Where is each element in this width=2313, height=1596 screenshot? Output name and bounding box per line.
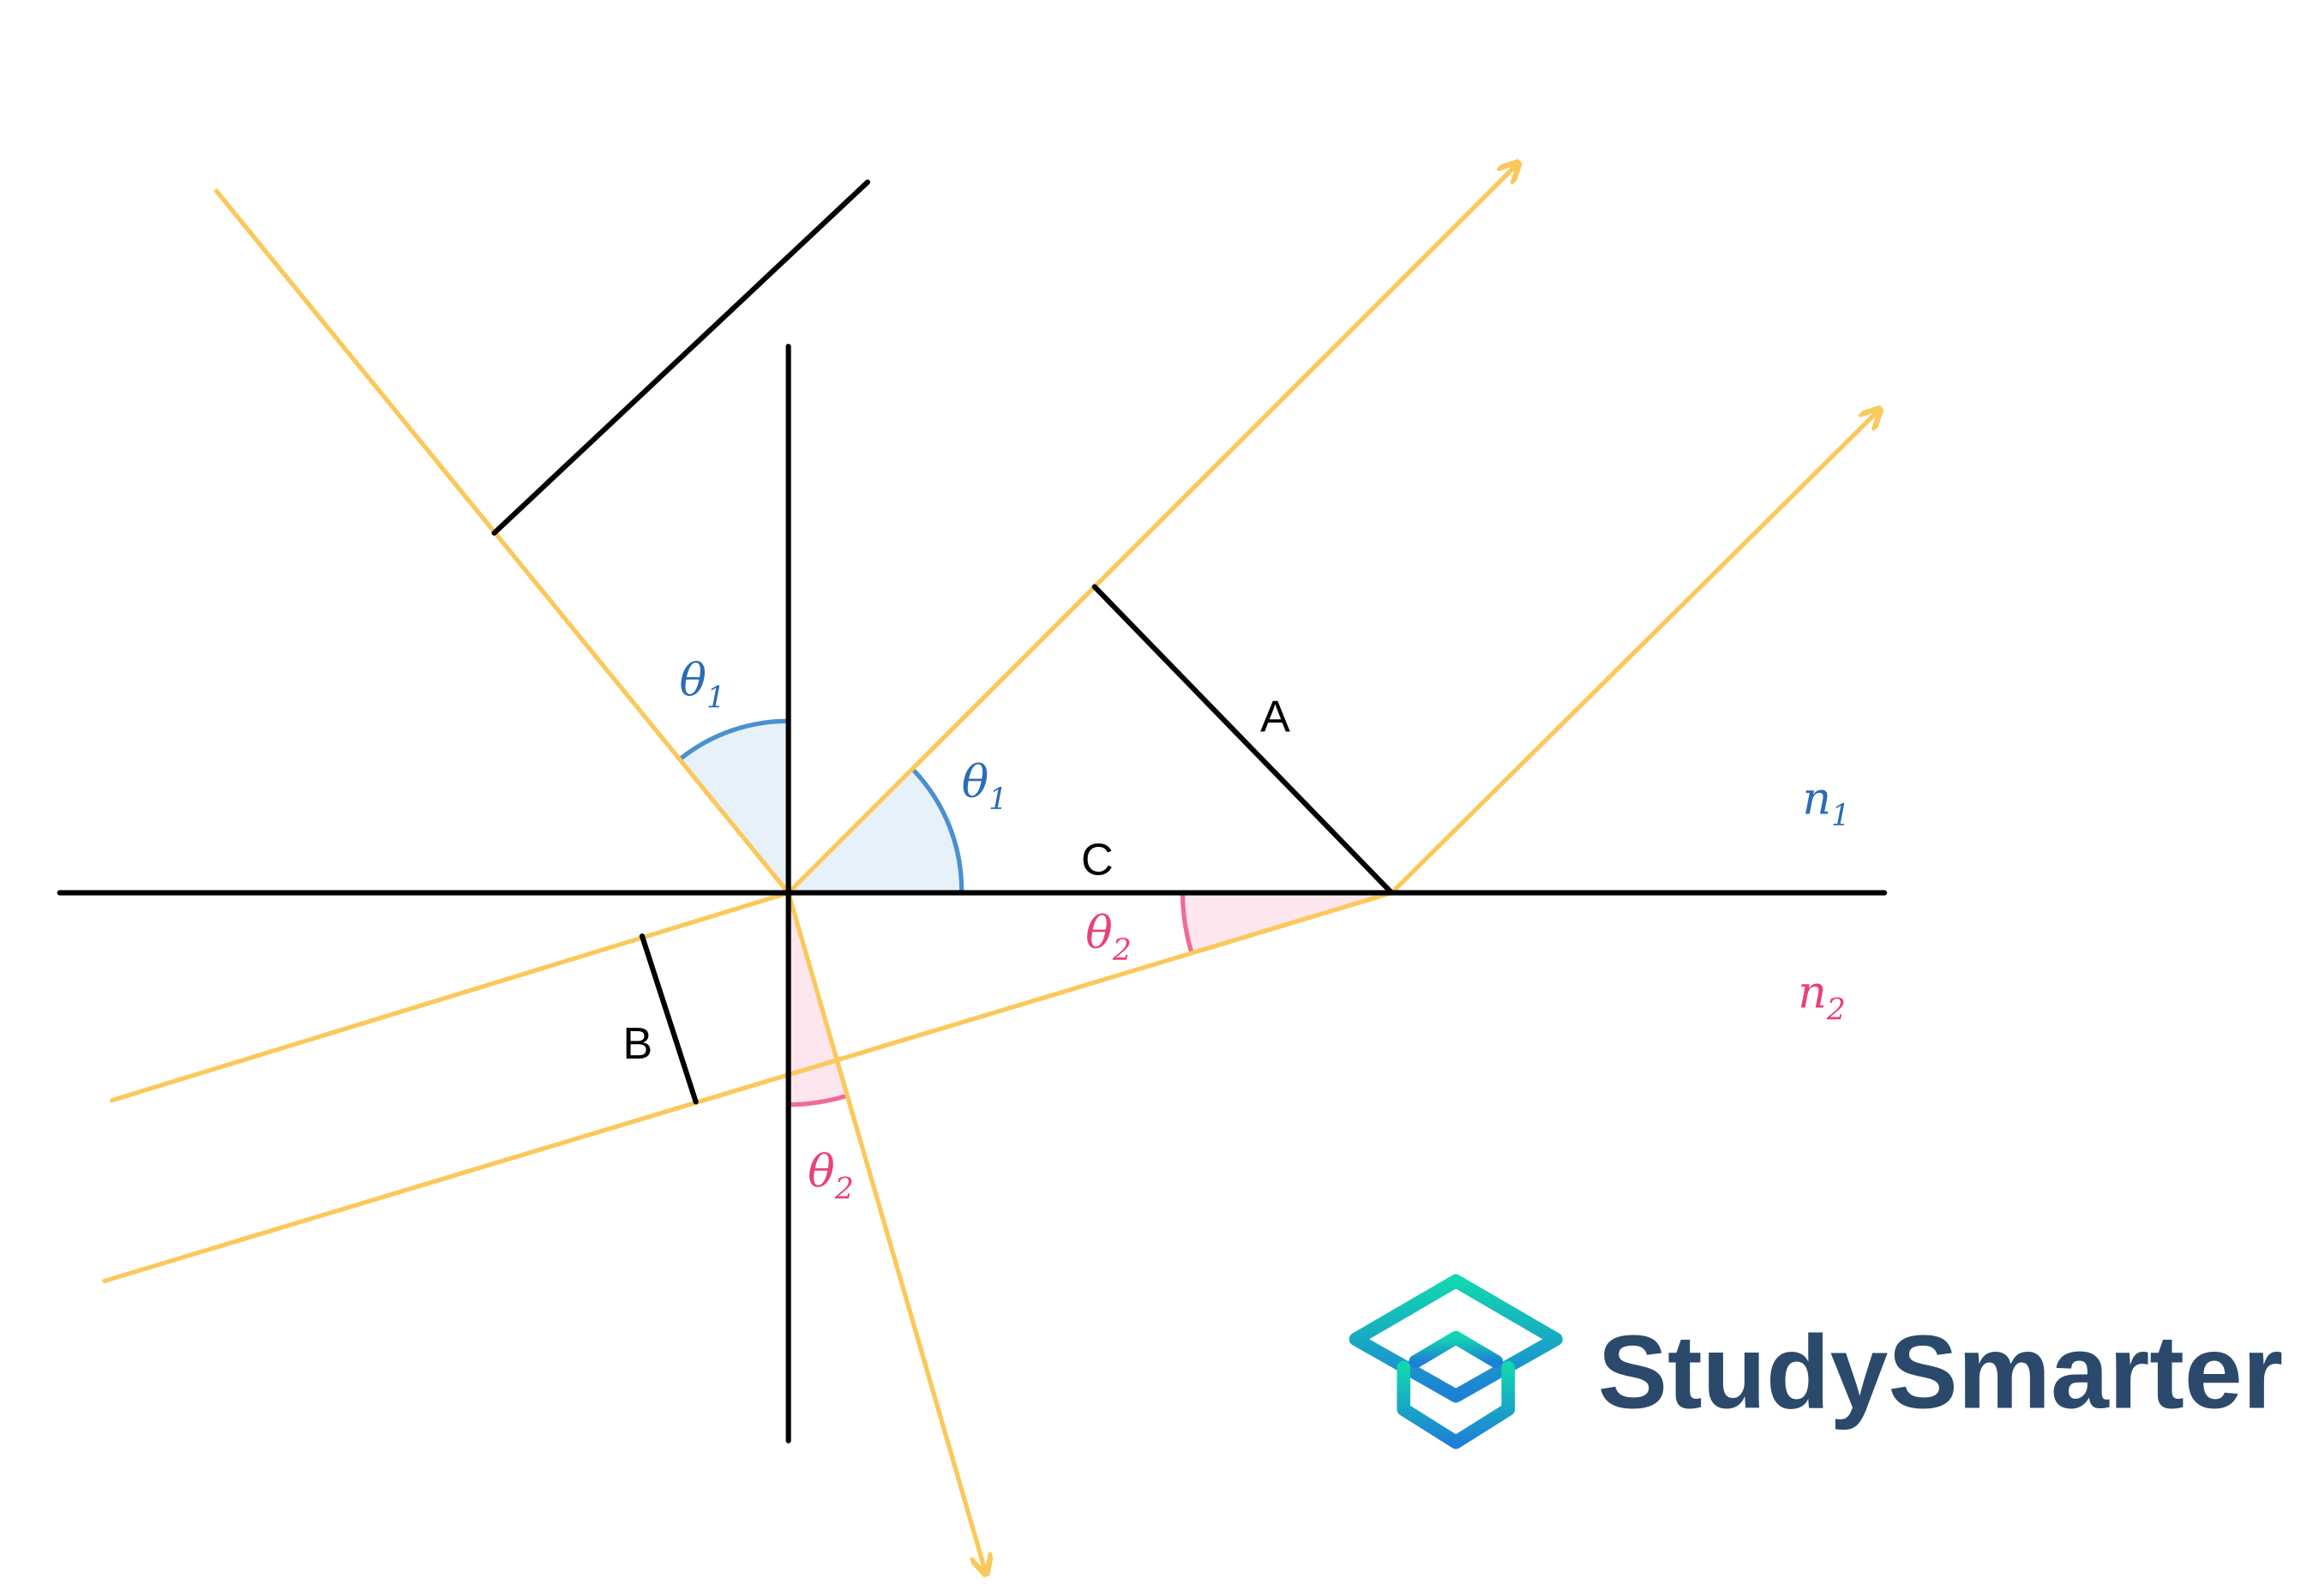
theta1-wavefront-arc xyxy=(912,768,964,893)
incident-wavefront-line xyxy=(491,179,871,536)
theta1-incident-arc xyxy=(679,718,789,760)
refracted-ray xyxy=(786,890,986,1573)
label-theta2-refracted: θ2 xyxy=(808,1147,854,1207)
wavefront-ray-1 xyxy=(786,165,1517,896)
logo-cube-icon xyxy=(1349,1274,1563,1449)
theta1-wavefront-angle-fill xyxy=(788,770,962,893)
lower-ray-1 xyxy=(110,890,791,1103)
label-b: B xyxy=(622,1019,652,1069)
theta2-refracted-arc xyxy=(788,1093,848,1107)
wavefront-ray-2 xyxy=(1389,411,1878,896)
label-c: C xyxy=(1081,836,1114,885)
label-theta1-incident: θ1 xyxy=(680,656,726,716)
theta1-incident-angle-fill xyxy=(681,721,789,893)
label-theta1-wavefront: θ1 xyxy=(962,757,1008,817)
lower-ray-2 xyxy=(102,890,1394,1284)
segment-b-line xyxy=(639,933,699,1105)
label-a: A xyxy=(1260,692,1290,741)
label-n1: n1 xyxy=(1802,773,1850,833)
incident-ray xyxy=(213,189,791,896)
studysmarter-logo: StudySmarter xyxy=(1349,1274,2283,1449)
label-n2: n2 xyxy=(1798,968,1846,1028)
theta2-wavefront-arc xyxy=(1180,892,1194,954)
label-theta2-wavefront: θ2 xyxy=(1085,908,1132,968)
segment-a-line xyxy=(1091,584,1395,896)
logo-text: StudySmarter xyxy=(1598,1314,2283,1431)
